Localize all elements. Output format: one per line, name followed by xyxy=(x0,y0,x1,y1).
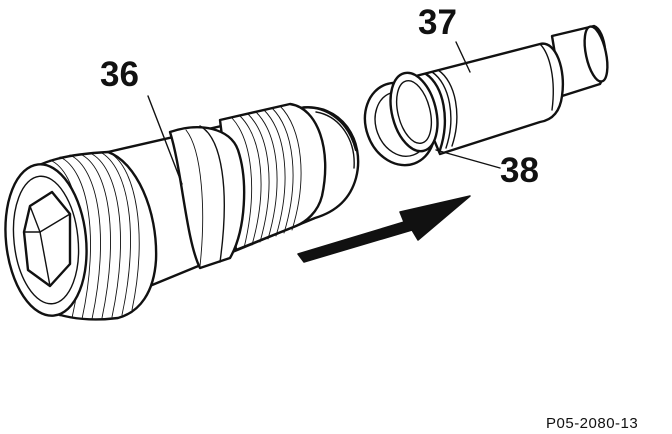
leader-lines xyxy=(147,41,501,185)
part-37-stepped-pin xyxy=(389,24,609,156)
assembly-direction-arrow xyxy=(297,195,471,263)
leader-38 xyxy=(435,149,501,169)
figure-code: P05-2080-13 xyxy=(546,415,638,432)
rear-thread-lines xyxy=(231,105,302,249)
callout-36: 36 xyxy=(100,55,139,94)
callout-38: 38 xyxy=(500,151,539,190)
callout-37: 37 xyxy=(418,3,457,42)
hex-socket xyxy=(22,190,72,288)
leader-36 xyxy=(147,95,183,185)
part-36-threaded-plug xyxy=(4,102,360,321)
leader-37 xyxy=(455,41,471,73)
